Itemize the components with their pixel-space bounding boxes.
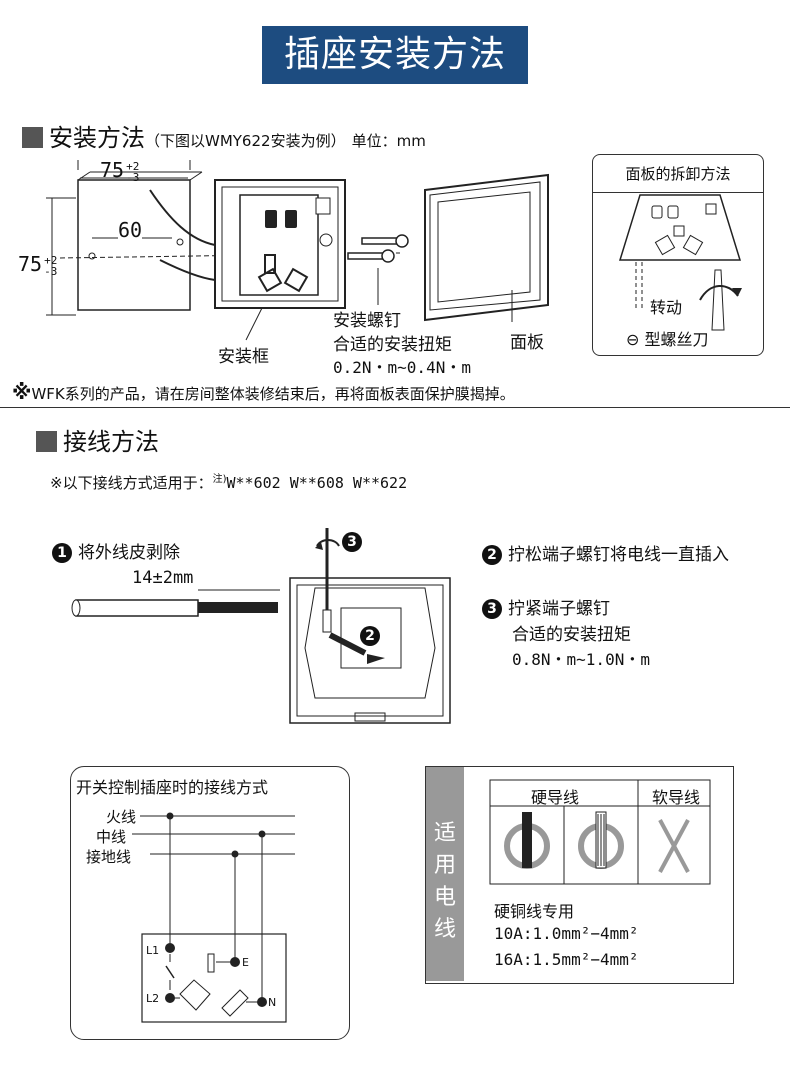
step3-torque-value: 0.8N・m~1.0N・m — [512, 650, 650, 669]
l1-label: L1 — [146, 944, 160, 957]
panel-label: 面板 — [510, 333, 544, 353]
spec-16a: 16A:1.5mm²−4mm² — [494, 950, 639, 969]
removal-title: 面板的拆卸方法 — [625, 165, 731, 183]
switch-wiring-title: 开关控制插座时的接线方式 — [76, 778, 269, 797]
wiring-heading-row: 接线方法 — [36, 422, 159, 457]
dim-width-tol-plus: +2 — [126, 159, 140, 173]
page-title: 插座安装方法 — [262, 26, 528, 84]
step1-number: 1 — [52, 543, 72, 563]
wiring-note-models: W**602 W**608 W**622 — [226, 474, 408, 492]
wiring-heading: 接线方法 — [63, 428, 159, 456]
live-label: 火线 — [106, 808, 137, 826]
cable-panel — [425, 766, 734, 984]
wire-strip-diagram — [71, 589, 280, 617]
side-char-3: 电 — [433, 885, 456, 910]
square-bullet-icon — [36, 431, 57, 452]
install-unit: 单位：mm — [351, 132, 426, 150]
dim-inner: 60 — [118, 218, 143, 242]
step1-row: 1 将外线皮剥除 — [52, 538, 180, 563]
spec-10a: 10A:1.0mm²−4mm² — [494, 924, 639, 943]
warning-row: ※WFK系列的产品，请在房间整体装修结束后，再将面板表面保护膜揭掉。 — [12, 380, 515, 404]
side-char-2: 用 — [433, 853, 456, 878]
step2-marker-number: 2 — [360, 626, 380, 646]
n-label: N — [268, 996, 277, 1009]
step2-row: 2 拧松端子螺钉将电线一直插入 — [482, 540, 729, 565]
install-heading-row: 安装方法（下图以WMY622安装为例） 单位：mm — [22, 118, 426, 153]
screwdriver-label-row: ⊖ 型螺丝刀 — [626, 326, 709, 350]
strip-length: 14±2mm — [132, 568, 194, 588]
hard-wire-label: 硬导线 — [530, 788, 579, 807]
cable-table — [489, 779, 711, 885]
wiring-note-prefix: ※以下接线方式适用于： — [50, 474, 213, 492]
torque-label: 合适的安装扭矩 — [333, 335, 452, 355]
step3-torque-label: 合适的安装扭矩 — [512, 625, 631, 645]
step2-number: 2 — [482, 545, 502, 565]
step2-text: 拧松端子螺钉将电线一直插入 — [508, 545, 729, 565]
torque-value: 0.2N・m~0.4N・m — [333, 358, 471, 377]
dim-height-tol-minus: -3 — [44, 264, 58, 278]
step3-marker: 3 — [342, 532, 368, 552]
switch-wiring-diagram — [132, 812, 295, 1023]
step2-marker: 2 — [360, 626, 386, 646]
dim-width: 75+2-3 — [100, 158, 139, 183]
section-divider — [0, 407, 790, 408]
step3-number: 3 — [482, 599, 502, 619]
install-heading: 安装方法 — [49, 124, 145, 152]
side-char-1: 适 — [433, 821, 456, 846]
step3-text: 拧紧端子螺钉 — [508, 599, 610, 619]
warning-mark: ※ — [12, 380, 32, 404]
removal-panel: 面板的拆卸方法 — [592, 154, 764, 356]
frame-label: 安装框 — [218, 347, 269, 367]
removal-diagram — [618, 194, 742, 331]
step3-row: 3 拧紧端子螺钉 — [482, 594, 610, 619]
dim-width-value: 75 — [100, 158, 125, 182]
warning-text: WFK系列的产品，请在房间整体装修结束后，再将面板表面保护膜揭掉。 — [31, 385, 515, 403]
dim-height-tol-plus: +2 — [44, 253, 58, 267]
screw-label: 安装螺钉 — [333, 311, 401, 331]
wiring-note-sup: 注) — [212, 474, 227, 485]
l2-label: L2 — [146, 992, 160, 1005]
dim-width-tol-minus: -3 — [126, 170, 140, 184]
square-bullet-icon — [22, 127, 43, 148]
step3-marker-number: 3 — [342, 532, 362, 552]
dim-height: 75+2-3 — [18, 252, 57, 277]
soft-wire-label: 软导线 — [651, 788, 700, 807]
copper-only-label: 硬铜线专用 — [494, 902, 575, 921]
e-label: E — [242, 956, 249, 969]
dim-height-value: 75 — [18, 252, 43, 276]
rotate-label: 转动 — [650, 298, 683, 317]
neutral-label: 中线 — [96, 828, 127, 846]
screwdriver-label: 型螺丝刀 — [644, 330, 709, 349]
step1-text: 将外线皮剥除 — [78, 543, 180, 563]
wiring-note: ※以下接线方式适用于：注)W**602 W**608 W**622 — [50, 470, 407, 493]
switch-wiring-panel — [70, 766, 350, 1040]
side-char-4: 线 — [433, 917, 456, 942]
minus-screwdriver-icon: ⊖ — [626, 330, 640, 349]
install-note: （下图以WMY622安装为例） — [145, 132, 346, 150]
cable-side-strip: 适 用 电 线 — [426, 767, 464, 981]
ground-label: 接地线 — [86, 848, 132, 866]
install-diagram — [46, 160, 549, 341]
